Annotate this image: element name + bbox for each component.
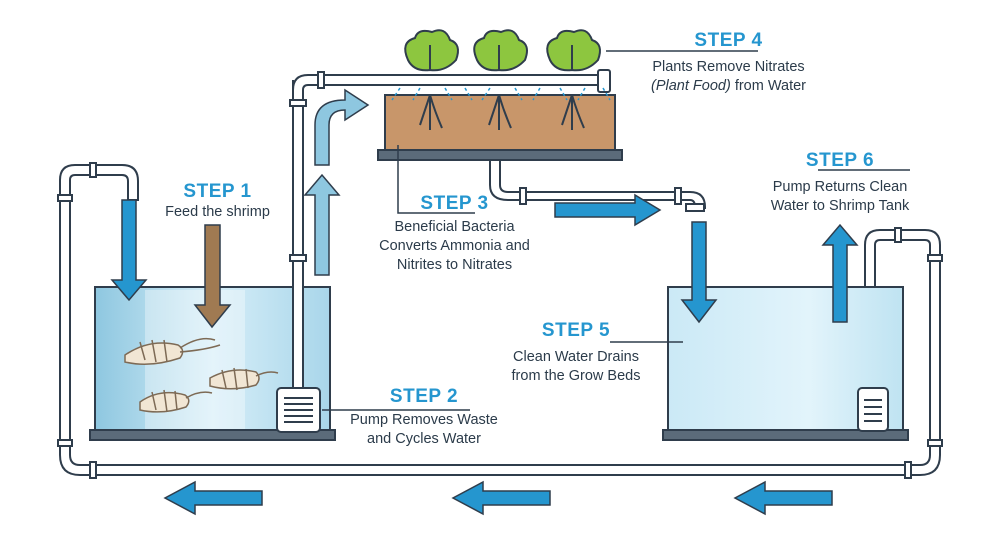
pump-icon — [857, 387, 889, 432]
flow-arrow-icon — [554, 193, 662, 227]
sprinkler-drips — [391, 87, 611, 101]
step-3-line-2: Converts Ammonia and — [379, 238, 530, 254]
step-4-label: STEP 4 Plants Remove Nitrates (Plant Foo… — [636, 30, 821, 96]
flow-arrow-icon — [821, 223, 859, 323]
step-4-line-2: (Plant Food) from Water — [636, 77, 821, 96]
flow-arrow-icon — [303, 88, 370, 276]
step-3-line-3: Nitrites to Nitrates — [396, 257, 513, 273]
step-6-label: STEP 6 Pump Returns Clean Water to Shrim… — [755, 150, 925, 216]
flow-arrow-icon — [110, 199, 148, 302]
step-4-line-2-rest: from Water — [730, 78, 806, 94]
return-pipe — [57, 162, 943, 479]
step-5-label: STEP 5 Clean Water Drains from the Grow … — [496, 320, 656, 386]
lettuce-plant-icon — [473, 29, 528, 130]
step-1-text: Feed the shrimp — [165, 204, 270, 220]
step-1-label: STEP 1 Feed the shrimp — [155, 181, 280, 222]
step-3-line-1: Beneficial Bacteria — [394, 219, 515, 235]
step-2-line-2: and Cycles Water — [367, 431, 481, 447]
step-4-title: STEP 4 — [694, 30, 763, 51]
step-3-title: STEP 3 — [420, 193, 489, 214]
shrimp-icon — [124, 337, 221, 365]
step-5-title: STEP 5 — [541, 320, 611, 341]
step-5-line-1: Clean Water Drains — [513, 349, 639, 365]
step-3-label: STEP 3 Beneficial Bacteria Converts Ammo… — [372, 193, 537, 275]
shrimp-icon — [139, 389, 213, 413]
step-4-line-1: Plants Remove Nitrates — [652, 59, 805, 75]
step-2-title: STEP 2 — [389, 386, 459, 407]
step-6-title: STEP 6 — [805, 150, 875, 171]
step-6-line-1: Pump Returns Clean — [772, 179, 908, 195]
step-1-title: STEP 1 — [183, 181, 252, 202]
step-4-line-2-italic: (Plant Food) — [651, 78, 731, 94]
feed-arrow-icon — [193, 224, 232, 329]
step-2-label: STEP 2 Pump Removes Waste and Cycles Wat… — [340, 386, 508, 449]
lettuce-plant-icon — [404, 29, 459, 130]
shrimp-icon — [209, 367, 279, 391]
leader-lines — [322, 50, 910, 411]
step-2-line-1: Pump Removes Waste — [350, 412, 498, 428]
flow-arrow-icon — [680, 221, 718, 324]
pump-icon — [276, 69, 611, 433]
step-5-line-2: from the Grow Beds — [511, 368, 641, 384]
flow-arrow-icon — [163, 480, 833, 516]
lettuce-plant-icon — [546, 29, 601, 130]
step-6-line-2: Water to Shrimp Tank — [770, 198, 910, 214]
